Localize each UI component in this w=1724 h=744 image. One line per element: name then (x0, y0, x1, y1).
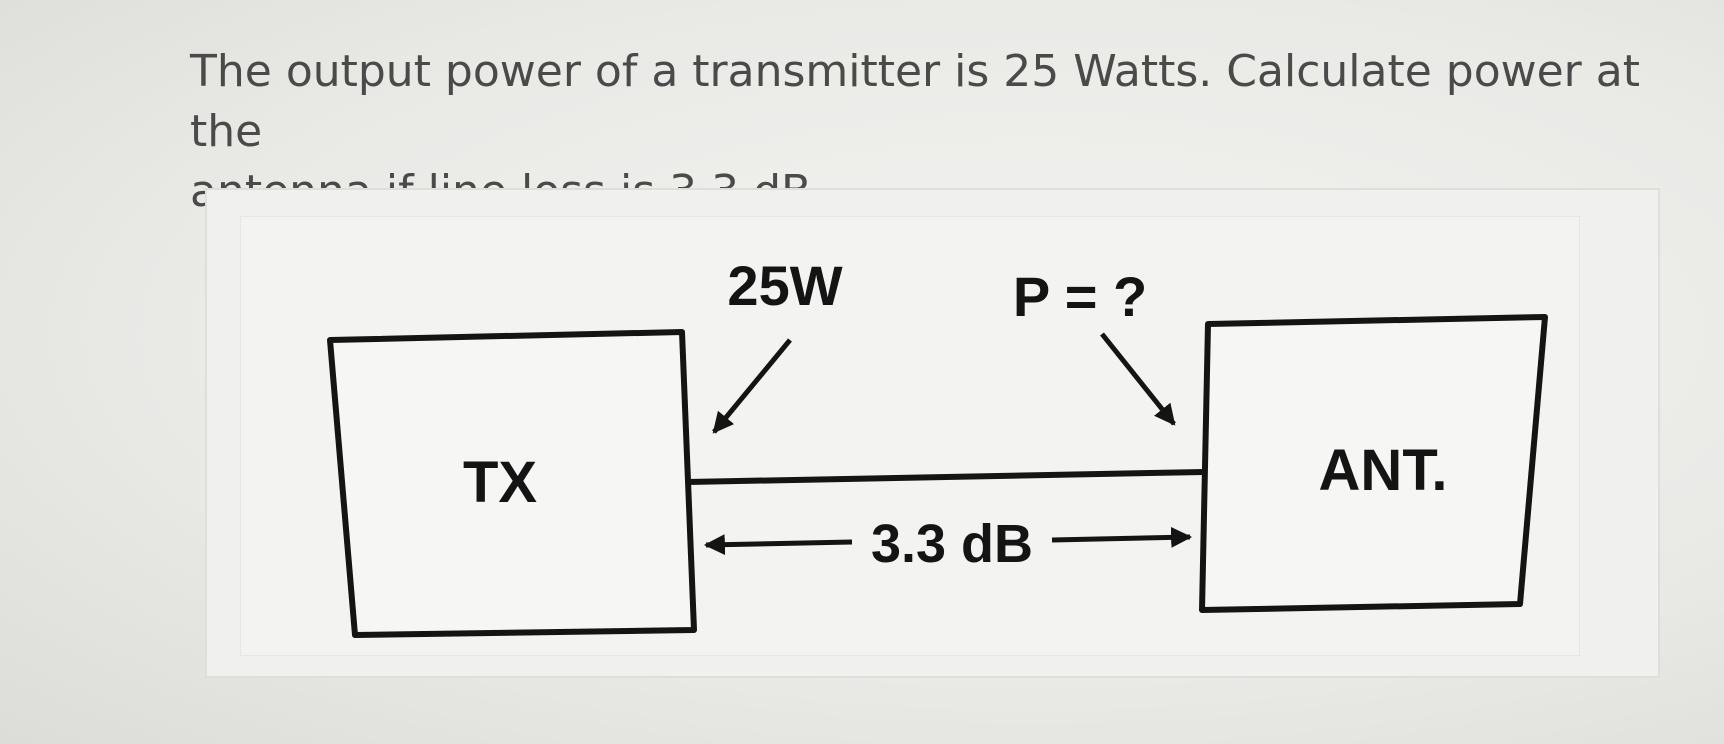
loss-arrow-right (1051, 526, 1193, 548)
output-power-arrow (1100, 332, 1176, 426)
input-power-label: 25W (727, 254, 842, 317)
antenna-box (1199, 314, 1548, 613)
input-power-arrow (712, 338, 792, 434)
antenna-label: ANT. (1319, 438, 1448, 503)
loss-label: 3.3 dB (871, 514, 1033, 574)
tx-box (327, 329, 697, 638)
question-line-1: The output power of a transmitter is 25 … (190, 46, 1640, 157)
tx-label: TX (463, 450, 537, 515)
output-power-label: P = ? (1013, 265, 1147, 328)
transmission-line (687, 469, 1205, 485)
loss-arrow-left (703, 534, 853, 556)
